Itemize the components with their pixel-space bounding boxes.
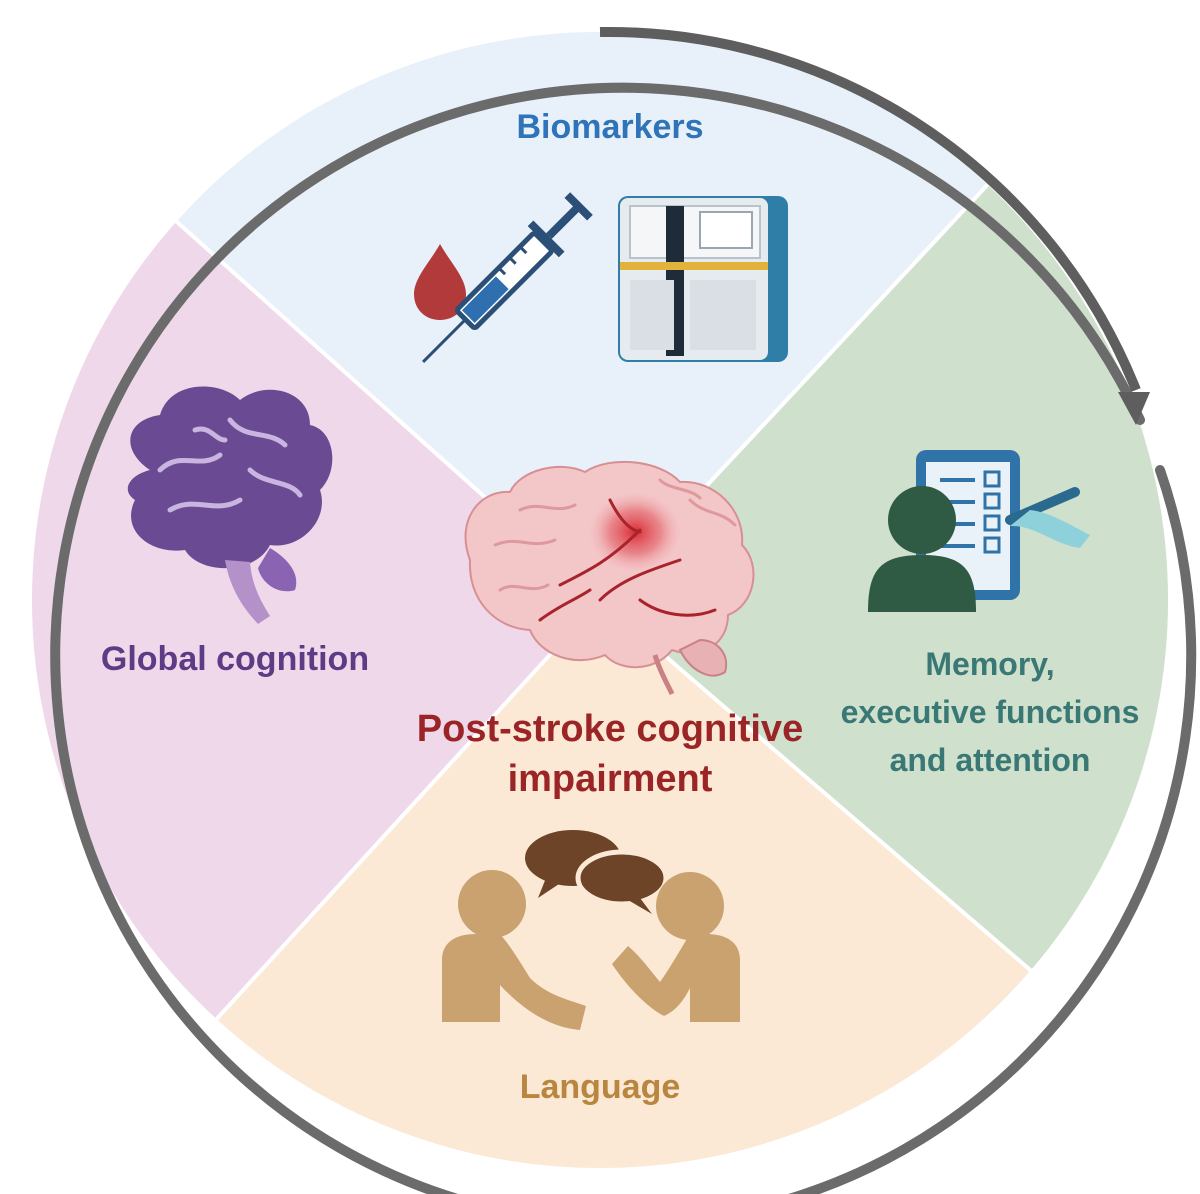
blood-drop-icon (414, 244, 466, 320)
memory-label-line-3: and attention (889, 742, 1091, 778)
memory-label-line-2: executive functions (840, 694, 1140, 730)
sector-global-cognition (32, 32, 600, 1168)
center-label-line-1: Post-stroke cognitive (416, 708, 804, 750)
conversation-icon (442, 830, 740, 1030)
cycle-ring (50, 82, 1197, 1194)
stroke-brain-icon (464, 460, 755, 696)
center-label-line-2: impairment (507, 758, 713, 800)
memory-label-line-1: Memory, (925, 646, 1055, 682)
cognitive-test-icon (868, 450, 1090, 612)
sector-biomarkers-edge (130, 150, 1020, 600)
cycle-arrow-head-icon (1118, 392, 1150, 425)
global-cognition-label: Global cognition (100, 640, 370, 678)
biomarkers-label: Biomarkers (516, 108, 704, 146)
lab-analyzer-icon (618, 196, 788, 362)
brain-icon (127, 386, 333, 624)
cycle-ring-arrow-segment (599, 26, 1141, 392)
syringe-icon (422, 192, 593, 363)
language-label: Language (519, 1068, 681, 1106)
center-label: Post-stroke cognitive impairment (360, 704, 860, 804)
memory-label: Memory, executive functions and attentio… (820, 640, 1160, 784)
